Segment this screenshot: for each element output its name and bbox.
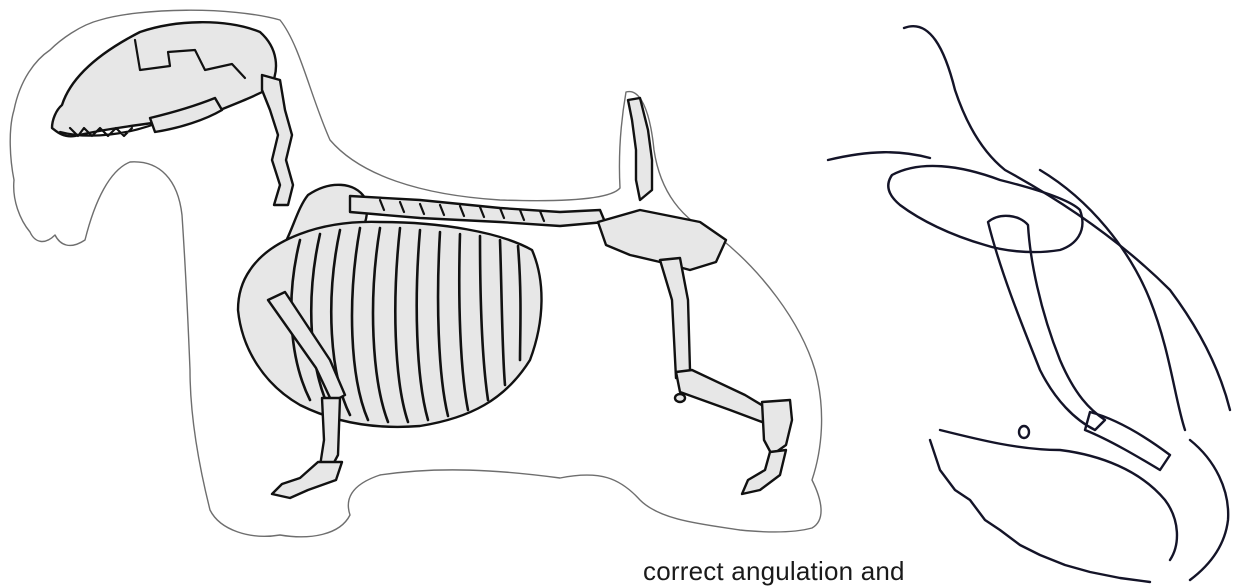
- neck-outline: [904, 26, 1230, 410]
- front-radius-ulna: [320, 398, 340, 470]
- joint-marker: [1019, 426, 1029, 438]
- upper-arm-bone: [988, 216, 1105, 430]
- angulation-detail-figure: [828, 26, 1230, 582]
- dog-skeleton-figure: [10, 10, 821, 537]
- forearm-bone: [1085, 412, 1170, 470]
- caption-text: correct angulation and: [643, 556, 905, 586]
- chest-contour: [1040, 170, 1185, 430]
- chest-floor: [940, 430, 1177, 560]
- hair-fringe: [930, 440, 1150, 582]
- patella: [675, 394, 685, 402]
- foot-outline: [1190, 440, 1228, 580]
- back-line: [828, 152, 930, 160]
